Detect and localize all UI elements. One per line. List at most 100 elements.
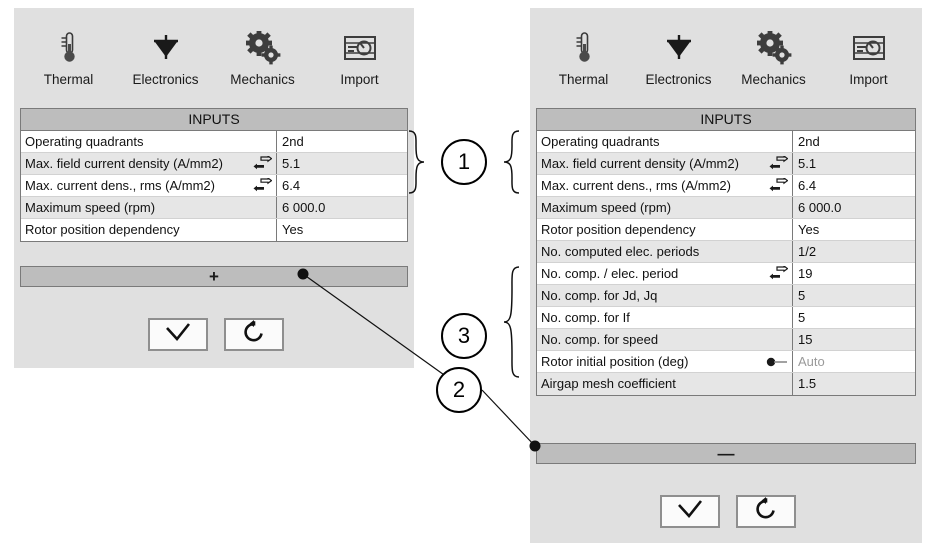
reset-button[interactable] bbox=[736, 495, 796, 528]
row-label: Maximum speed (rpm) bbox=[25, 199, 156, 215]
table-row[interactable]: Maximum speed (rpm) 6 000.0 bbox=[537, 197, 915, 219]
toolbar-item-electronics[interactable]: Electronics bbox=[636, 27, 722, 88]
row-label-cell: Max. field current density (A/mm2) bbox=[537, 153, 793, 174]
callout-2: 2 bbox=[436, 367, 482, 413]
collapse-advanced-button[interactable]: — bbox=[536, 443, 916, 464]
row-value[interactable]: 15 bbox=[798, 331, 813, 347]
swap-arrows-icon[interactable] bbox=[251, 177, 276, 194]
table-row[interactable]: No. comp. for Jd, Jq 5 bbox=[537, 285, 915, 307]
right-panel-expanded-state: Thermal Electronics bbox=[530, 8, 922, 543]
swap-arrows-icon[interactable] bbox=[767, 177, 792, 194]
row-label: Max. current dens., rms (A/mm2) bbox=[25, 177, 215, 193]
toolbar-item-label: Electronics bbox=[132, 72, 199, 87]
table-row[interactable]: Max. field current density (A/mm2) 5.1 bbox=[537, 153, 915, 175]
row-label: Operating quadrants bbox=[541, 133, 660, 149]
row-value[interactable]: 1/2 bbox=[798, 243, 817, 259]
callout-3: 3 bbox=[441, 313, 487, 359]
toolbar-item-label: Thermal bbox=[558, 72, 609, 87]
row-label-cell: Max. current dens., rms (A/mm2) bbox=[537, 175, 793, 196]
table-row[interactable]: Airgap mesh coefficient 1.5 bbox=[537, 373, 915, 395]
row-value[interactable]: 5.1 bbox=[798, 155, 817, 171]
row-label-cell: No. computed elec. periods bbox=[537, 241, 793, 262]
swap-arrows-icon[interactable] bbox=[767, 155, 792, 172]
swap-arrows-icon[interactable] bbox=[767, 265, 792, 282]
thermometer-icon bbox=[573, 27, 595, 69]
diode-icon bbox=[662, 27, 696, 69]
row-label: Maximum speed (rpm) bbox=[541, 199, 672, 215]
table-row[interactable]: Rotor initial position (deg)Auto bbox=[537, 351, 915, 373]
toolbar-item-thermal[interactable]: Thermal bbox=[541, 27, 627, 88]
row-value[interactable]: Auto bbox=[798, 353, 825, 369]
table-row[interactable]: Max. current dens., rms (A/mm2) 6.4 bbox=[21, 175, 407, 197]
row-label-cell: No. comp. for Jd, Jq bbox=[537, 285, 793, 306]
table-row[interactable]: Max. field current density (A/mm2) 5.1 bbox=[21, 153, 407, 175]
row-label: Max. field current density (A/mm2) bbox=[541, 155, 739, 171]
table-row[interactable]: Rotor position dependency Yes bbox=[537, 219, 915, 241]
minus-icon: — bbox=[717, 444, 735, 463]
expand-advanced-button[interactable]: + bbox=[20, 266, 408, 287]
row-value[interactable]: 2nd bbox=[798, 133, 820, 149]
toolbar-item-import[interactable]: Import bbox=[317, 27, 403, 88]
toolbar-item-mechanics[interactable]: Mechanics bbox=[220, 27, 306, 88]
row-value[interactable]: 5.1 bbox=[282, 155, 301, 171]
confirm-button[interactable] bbox=[148, 318, 208, 351]
row-label: Rotor position dependency bbox=[541, 221, 696, 237]
row-label-cell: Max. field current density (A/mm2) bbox=[21, 153, 277, 174]
table-row[interactable]: Maximum speed (rpm) 6 000.0 bbox=[21, 197, 407, 219]
table-row[interactable]: Operating quadrants 2nd bbox=[537, 131, 915, 153]
toolbar-item-label: Mechanics bbox=[741, 72, 806, 87]
row-value[interactable]: 1.5 bbox=[798, 376, 817, 391]
row-label: Max. field current density (A/mm2) bbox=[25, 155, 223, 171]
row-label-cell: Operating quadrants bbox=[537, 131, 793, 152]
toolbar-item-electronics[interactable]: Electronics bbox=[123, 27, 209, 88]
table-row[interactable]: Operating quadrants 2nd bbox=[21, 131, 407, 153]
row-value[interactable]: 6 000.0 bbox=[282, 199, 326, 215]
row-value[interactable]: 6 000.0 bbox=[798, 199, 842, 215]
gears-icon bbox=[245, 27, 281, 69]
row-value[interactable]: Yes bbox=[798, 221, 820, 237]
toolbar-item-label: Import bbox=[849, 72, 888, 87]
toolbar-item-import[interactable]: Import bbox=[826, 27, 912, 88]
callout-number: 3 bbox=[457, 323, 471, 348]
callout-number: 1 bbox=[457, 149, 471, 174]
table-row[interactable]: Max. current dens., rms (A/mm2) 6.4 bbox=[537, 175, 915, 197]
toolbar-right: Thermal Electronics bbox=[530, 8, 922, 92]
row-label: Airgap mesh coefficient bbox=[541, 376, 676, 391]
row-value[interactable]: 6.4 bbox=[798, 177, 817, 193]
row-value[interactable]: 5 bbox=[798, 287, 806, 303]
toolbar-item-mechanics[interactable]: Mechanics bbox=[731, 27, 817, 88]
leader-line-callout2-right bbox=[481, 389, 536, 447]
check-icon bbox=[163, 321, 193, 348]
row-label-cell: No. comp. / elec. period bbox=[537, 263, 793, 284]
inputs-table-header: INPUTS bbox=[21, 109, 407, 131]
check-icon bbox=[675, 498, 705, 525]
confirm-button[interactable] bbox=[660, 495, 720, 528]
thermometer-icon bbox=[58, 27, 80, 69]
row-value[interactable]: 6.4 bbox=[282, 177, 301, 193]
action-buttons-left bbox=[148, 318, 284, 351]
row-value[interactable]: 2nd bbox=[282, 133, 304, 149]
row-value[interactable]: Yes bbox=[282, 222, 304, 237]
table-row[interactable]: No. computed elec. periods 1/2 bbox=[537, 241, 915, 263]
row-label: No. comp. for If bbox=[541, 309, 630, 325]
row-value[interactable]: 19 bbox=[798, 265, 813, 281]
swap-arrows-icon[interactable] bbox=[251, 155, 276, 172]
row-value[interactable]: 5 bbox=[798, 309, 806, 325]
toolbar-item-thermal[interactable]: Thermal bbox=[26, 27, 112, 88]
row-label: No. computed elec. periods bbox=[541, 243, 700, 259]
row-label-cell: Operating quadrants bbox=[21, 131, 277, 152]
row-label: No. comp. for Jd, Jq bbox=[541, 287, 658, 303]
pin-connector-icon[interactable] bbox=[764, 356, 792, 368]
reset-button[interactable] bbox=[224, 318, 284, 351]
table-row[interactable]: No. comp. / elec. period 19 bbox=[537, 263, 915, 285]
reset-arrow-icon bbox=[753, 497, 779, 526]
table-row[interactable]: No. comp. for If 5 bbox=[537, 307, 915, 329]
reset-arrow-icon bbox=[241, 320, 267, 349]
row-label-cell: Maximum speed (rpm) bbox=[21, 197, 277, 218]
row-label: No. comp. / elec. period bbox=[541, 265, 679, 281]
gears-icon bbox=[756, 27, 792, 69]
